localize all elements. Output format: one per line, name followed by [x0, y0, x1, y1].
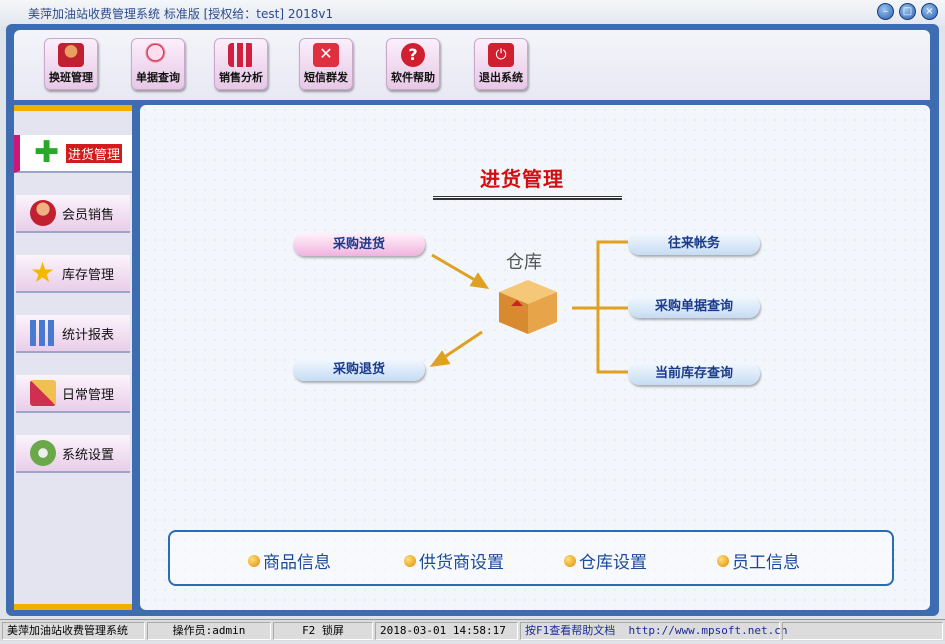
purchase-return-button[interactable]: 采购退货	[293, 358, 425, 381]
software-help-button[interactable]: ?软件帮助	[386, 38, 440, 90]
shift-management-button[interactable]: 换班管理	[44, 38, 98, 90]
accounts-button[interactable]: 往来帐务	[628, 232, 760, 255]
warehouse-label: 仓库	[506, 252, 542, 273]
document-query-button[interactable]: 单据查询	[131, 38, 185, 90]
main-panel: 进货管理 采购进货 采购退货 往来帐务 采购单据查询 当前库存查询 仓库 商品信…	[140, 105, 930, 610]
sidebar-item-settings[interactable]: 系统设置	[16, 435, 130, 473]
sales-analysis-button[interactable]: 销售分析	[214, 38, 268, 90]
gear-icon	[30, 440, 56, 466]
user-icon	[30, 200, 56, 226]
sidebar-item-reports[interactable]: 统计报表	[16, 315, 130, 353]
sidebar: ✚进货管理 会员销售 ★库存管理 统计报表 日常管理 系统设置	[14, 105, 132, 610]
status-empty	[782, 621, 943, 640]
sidebar-item-daily[interactable]: 日常管理	[16, 375, 130, 413]
sidebar-item-purchase[interactable]: ✚进货管理	[14, 135, 132, 173]
title-underline	[433, 196, 622, 200]
status-app: 美萍加油站收费管理系统	[2, 621, 145, 640]
close-button[interactable]: ×	[921, 3, 938, 20]
exit-system-button[interactable]: ⏻退出系统	[474, 38, 528, 90]
status-help: 按F1查看帮助文档	[525, 623, 616, 637]
flow-arrows	[429, 240, 628, 374]
sidebar-item-member-sales[interactable]: 会员销售	[16, 195, 130, 233]
status-operator: 操作员:admin	[147, 621, 271, 640]
bullet-icon	[564, 554, 576, 567]
bullet-icon	[404, 554, 416, 567]
window-title: 美萍加油站收费管理系统 标准版 [授权给：test] 2018v1	[28, 7, 334, 21]
tools-icon	[30, 380, 56, 406]
maximize-button[interactable]: □	[899, 3, 916, 20]
quick-links-panel: 商品信息 供货商设置 仓库设置 员工信息	[168, 530, 894, 586]
toolbar: 换班管理 单据查询 销售分析 ✕短信群发 ?软件帮助 ⏻退出系统	[14, 30, 930, 100]
bullet-icon	[248, 554, 260, 567]
staff-info-link[interactable]: 员工信息	[717, 548, 800, 573]
magnifier-icon	[145, 43, 171, 67]
status-lock[interactable]: F2 锁屏	[273, 621, 373, 640]
title-bar: 美萍加油站收费管理系统 标准版 [授权给：test] 2018v1 – □ ×	[0, 0, 945, 26]
help-icon: ?	[401, 43, 425, 67]
bar-chart-icon	[30, 320, 56, 346]
warehouse-settings-link[interactable]: 仓库设置	[564, 548, 647, 573]
stock-query-button[interactable]: 当前库存查询	[628, 362, 760, 385]
envelope-icon: ✕	[313, 43, 339, 67]
purchase-query-button[interactable]: 采购单据查询	[628, 295, 760, 318]
purchase-in-button[interactable]: 采购进货	[293, 233, 425, 256]
bullet-icon	[717, 554, 729, 567]
sms-broadcast-button[interactable]: ✕短信群发	[299, 38, 353, 90]
supplier-settings-link[interactable]: 供货商设置	[404, 548, 504, 573]
plus-icon: ✚	[34, 135, 60, 170]
warehouse-box-icon	[499, 280, 557, 334]
product-info-link[interactable]: 商品信息	[248, 548, 331, 573]
minimize-button[interactable]: –	[877, 3, 894, 20]
page-title: 进货管理	[480, 167, 564, 191]
status-bar: 美萍加油站收费管理系统 操作员:admin F2 锁屏 2018-03-01 1…	[0, 619, 945, 641]
star-icon: ★	[30, 256, 56, 289]
status-url[interactable]: http://www.mpsoft.net.cn	[628, 623, 788, 637]
bar-chart-icon	[228, 43, 254, 67]
users-icon	[58, 43, 84, 67]
power-icon: ⏻	[488, 43, 514, 67]
status-datetime: 2018-03-01 14:58:17	[375, 621, 518, 640]
sidebar-item-inventory[interactable]: ★库存管理	[16, 255, 130, 293]
